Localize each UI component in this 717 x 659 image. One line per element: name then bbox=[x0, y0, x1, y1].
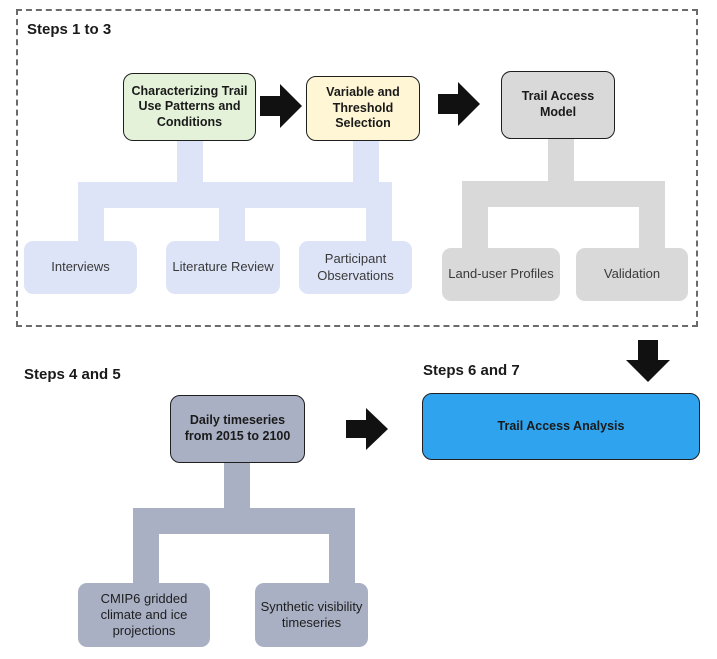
connector bbox=[133, 534, 159, 584]
cmip6-leaf: CMIP6 gridded climate and ice projection… bbox=[78, 583, 210, 647]
right-arrow-icon bbox=[438, 82, 480, 126]
steps-1-3-heading: Steps 1 to 3 bbox=[27, 21, 112, 38]
down-arrow-icon bbox=[626, 340, 670, 382]
connector bbox=[462, 207, 488, 249]
participant-observations-leaf: Participant Observations bbox=[299, 241, 412, 294]
daily-timeseries-node: Daily timeseries from 2015 to 2100 bbox=[170, 395, 305, 463]
characterizing-node: Characterizing Trail Use Patterns and Co… bbox=[123, 73, 256, 141]
right-arrow-icon bbox=[346, 408, 388, 450]
synthetic-visibility-leaf: Synthetic visibility timeseries bbox=[255, 583, 368, 647]
interviews-leaf: Interviews bbox=[24, 241, 137, 294]
connector bbox=[639, 207, 665, 249]
connector bbox=[177, 140, 203, 182]
connector bbox=[353, 140, 379, 182]
connector bbox=[462, 181, 665, 207]
trail-access-analysis-node: Trail Access Analysis bbox=[422, 393, 700, 460]
connector bbox=[133, 508, 355, 534]
land-user-profiles-leaf: Land-user Profiles bbox=[442, 248, 560, 301]
connector bbox=[78, 208, 104, 242]
connector bbox=[78, 182, 392, 208]
validation-leaf: Validation bbox=[576, 248, 688, 301]
steps-4-5-heading: Steps 4 and 5 bbox=[24, 366, 121, 383]
connector bbox=[366, 208, 392, 242]
steps-1-3-frame bbox=[16, 9, 698, 327]
variable-selection-node: Variable and Threshold Selection bbox=[306, 76, 420, 141]
connector bbox=[548, 138, 574, 181]
connector bbox=[329, 534, 355, 584]
literature-review-leaf: Literature Review bbox=[166, 241, 280, 294]
right-arrow-icon bbox=[260, 84, 302, 128]
trail-access-model-node: Trail Access Model bbox=[501, 71, 615, 139]
steps-6-7-heading: Steps 6 and 7 bbox=[423, 362, 520, 379]
connector bbox=[219, 208, 245, 242]
connector bbox=[224, 462, 250, 508]
